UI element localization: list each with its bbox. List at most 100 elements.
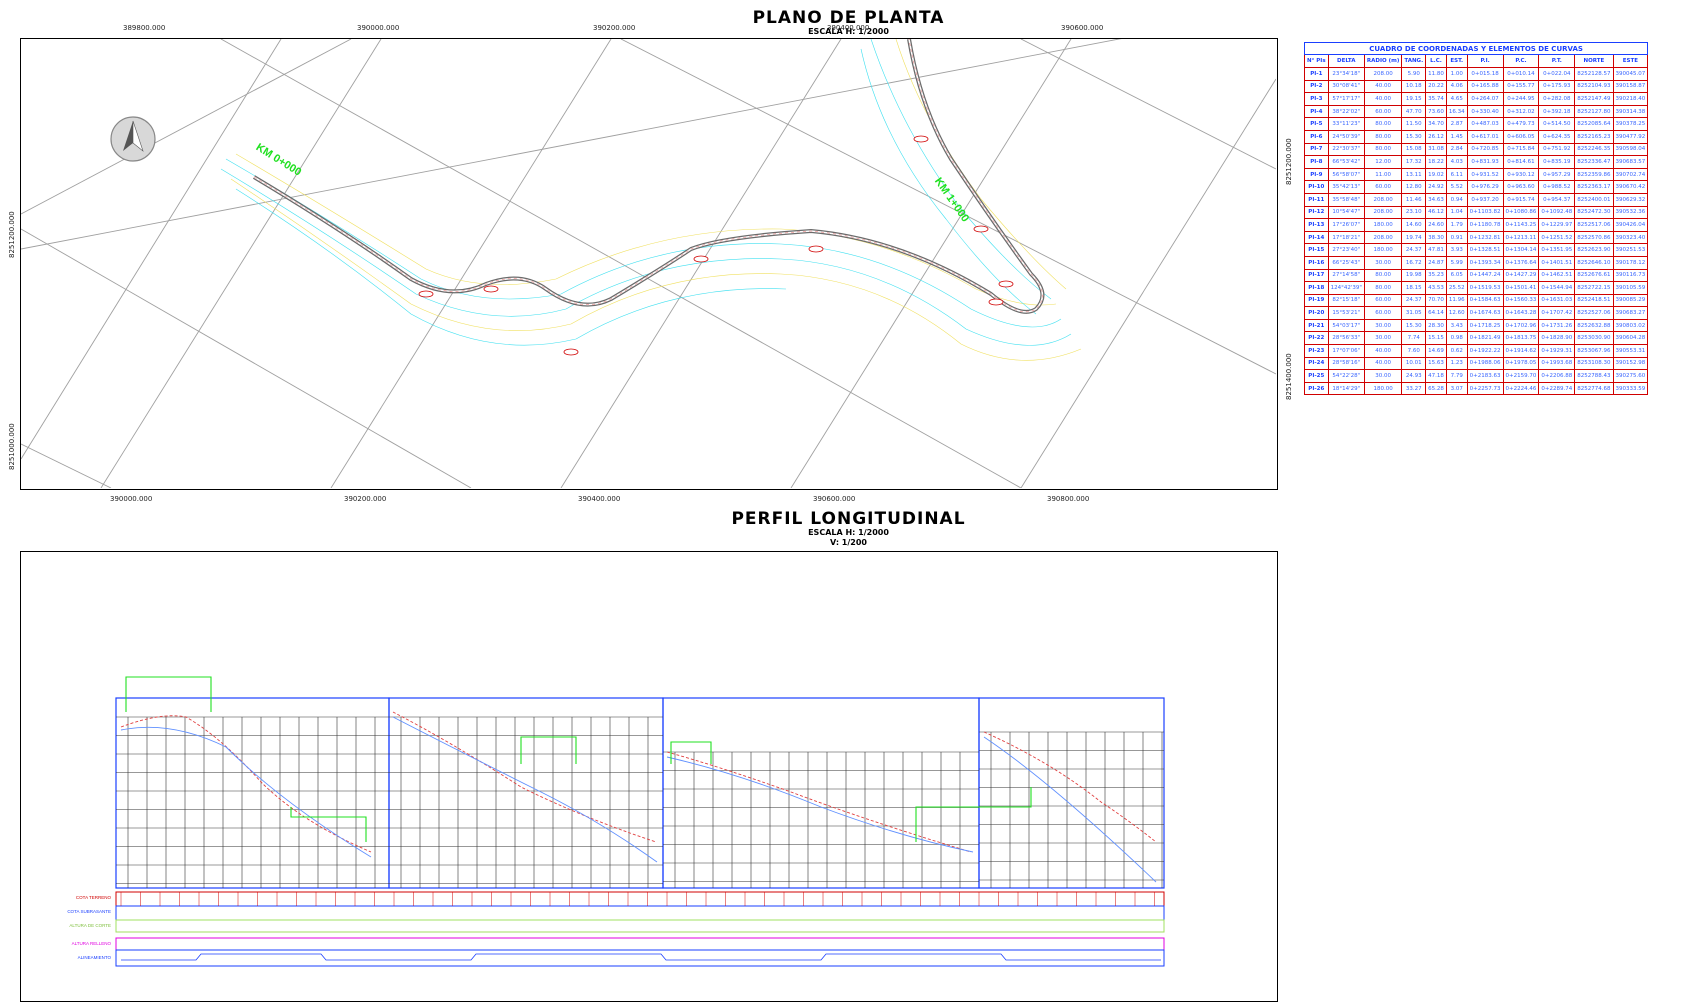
curve-value-cell: 208.00 xyxy=(1363,192,1403,207)
curve-value-cell: 0+930.12 xyxy=(1502,167,1540,182)
curve-value-cell: 27°14'58" xyxy=(1327,268,1365,283)
curve-value-cell: 15.30 xyxy=(1401,129,1427,144)
curve-value-cell: 0+976.29 xyxy=(1466,180,1504,194)
curve-value-cell: 0+915.74 xyxy=(1502,192,1540,207)
curve-value-cell: 40.00 xyxy=(1363,79,1403,94)
curve-value-cell: 0+720.85 xyxy=(1466,142,1504,157)
pi-id-cell: PI-8 xyxy=(1304,155,1329,169)
plan-bottom-coord: 390000.000 xyxy=(110,495,153,503)
curve-value-cell: 54°03'17" xyxy=(1327,318,1365,333)
curve-value-cell: 0+514.50 xyxy=(1538,117,1576,131)
curve-value-cell: 0+1631.03 xyxy=(1538,293,1576,308)
curve-value-cell: 390378.25 xyxy=(1612,117,1649,131)
curve-value-cell: 8252336.47 xyxy=(1574,155,1614,169)
curve-value-cell: 390323.40 xyxy=(1612,230,1649,245)
curve-value-cell: 8252632.88 xyxy=(1574,318,1614,333)
curve-value-cell: 27°23'40" xyxy=(1327,243,1365,257)
profile-lines xyxy=(120,711,1157,883)
curve-value-cell: 24.92 xyxy=(1425,180,1447,194)
curve-value-cell: 0+624.35 xyxy=(1538,129,1576,144)
curve-value-cell: 0+715.84 xyxy=(1502,142,1540,157)
curve-value-cell: 0+010.14 xyxy=(1502,67,1540,81)
curve-value-cell: 0+1351.95 xyxy=(1538,243,1576,257)
pi-id-cell: PI-11 xyxy=(1304,192,1329,207)
pi-id-cell: PI-3 xyxy=(1304,92,1329,106)
curve-value-cell: 12.80 xyxy=(1401,180,1427,194)
curve-value-cell: 20.22 xyxy=(1425,79,1447,94)
pi-id-cell: PI-7 xyxy=(1304,142,1329,157)
curves-table: CUADRO DE COORDENADAS Y ELEMENTOS DE CUR… xyxy=(1303,42,1649,396)
pi-id-cell: PI-1 xyxy=(1304,67,1329,81)
curve-value-cell: 8253030.90 xyxy=(1574,331,1614,346)
curve-value-cell: 19.15 xyxy=(1401,92,1427,106)
curve-value-cell: 60.00 xyxy=(1363,293,1403,308)
pi-id-cell: PI-18 xyxy=(1304,281,1329,295)
curve-value-cell: 0+1544.94 xyxy=(1538,281,1576,295)
curve-value-cell: 0.62 xyxy=(1445,344,1468,358)
curve-value-cell: 60.00 xyxy=(1363,180,1403,194)
curve-value-cell: 34.63 xyxy=(1425,192,1447,207)
curve-value-cell: 390218.40 xyxy=(1612,92,1649,106)
curve-value-cell: 0+1427.29 xyxy=(1502,268,1540,283)
curve-value-cell: 8252788.43 xyxy=(1574,369,1614,383)
road-alignment xyxy=(252,39,1045,314)
curve-value-cell: 31.05 xyxy=(1401,306,1427,320)
curve-value-cell: 0+937.20 xyxy=(1466,192,1504,207)
curve-value-cell: 30.00 xyxy=(1363,331,1403,346)
curve-value-cell: 28°56'33" xyxy=(1327,331,1365,346)
col-header: P.I. xyxy=(1466,54,1504,68)
curve-value-cell: 1.45 xyxy=(1445,129,1468,144)
row-label-cota-terreno: COTA TERRENO xyxy=(75,895,111,900)
curve-value-cell: 8252418.51 xyxy=(1574,293,1614,308)
curve-value-cell: 180.00 xyxy=(1363,218,1403,232)
curve-value-cell: 0+155.77 xyxy=(1502,79,1540,94)
curve-value-cell: 31.08 xyxy=(1425,142,1447,157)
curve-value-cell: 16.34 xyxy=(1445,104,1468,119)
curve-value-cell: 7.60 xyxy=(1401,344,1427,358)
curve-value-cell: 0+1232.81 xyxy=(1466,230,1504,245)
curve-value-cell: 24.37 xyxy=(1401,293,1427,308)
curve-value-cell: 0+814.61 xyxy=(1502,155,1540,169)
plan-right-coord: 8251200.000 xyxy=(1285,138,1293,185)
curve-value-cell: 30.00 xyxy=(1363,369,1403,383)
curve-value-cell: 11.50 xyxy=(1401,117,1427,131)
curve-value-cell: 35°42'13" xyxy=(1327,180,1365,194)
curve-value-cell: 4.65 xyxy=(1445,92,1468,106)
curve-value-cell: 0+1560.33 xyxy=(1502,293,1540,308)
curve-value-cell: 8253067.96 xyxy=(1574,344,1614,358)
curve-value-cell: 23.10 xyxy=(1401,205,1427,220)
curve-value-cell: 66°25'43" xyxy=(1327,255,1365,270)
curve-value-cell: 0+1143.25 xyxy=(1502,218,1540,232)
pi-id-cell: PI-26 xyxy=(1304,381,1329,396)
curve-value-cell: 24°50'39" xyxy=(1327,129,1365,144)
curve-value-cell: 18°14'29" xyxy=(1327,381,1365,396)
curve-value-cell: 0+1401.51 xyxy=(1538,255,1576,270)
curve-value-cell: 15°53'21" xyxy=(1327,306,1365,320)
curve-value-cell: 0+954.37 xyxy=(1538,192,1576,207)
curves-table-body: CUADRO DE COORDENADAS Y ELEMENTOS DE CUR… xyxy=(1303,42,1649,396)
curve-value-cell: 0+175.93 xyxy=(1538,79,1576,94)
curve-value-cell: 7.79 xyxy=(1445,369,1468,383)
plan-scale: ESCALA H: 1/2000 xyxy=(808,27,889,36)
curve-value-cell: 8252104.93 xyxy=(1574,79,1614,94)
curve-value-cell: 208.00 xyxy=(1363,230,1403,245)
pi-id-cell: PI-10 xyxy=(1304,180,1329,194)
curve-value-cell: 47.81 xyxy=(1425,243,1447,257)
curve-value-cell: 73.60 xyxy=(1425,104,1447,119)
pi-id-cell: PI-16 xyxy=(1304,255,1329,270)
pi-id-cell: PI-4 xyxy=(1304,104,1329,119)
col-header: NORTE xyxy=(1574,54,1614,68)
col-header: ESTE xyxy=(1612,54,1649,68)
curve-value-cell: 208.00 xyxy=(1363,205,1403,220)
curve-value-cell: 8252085.64 xyxy=(1574,117,1614,131)
pi-id-cell: PI-17 xyxy=(1304,268,1329,283)
curve-value-cell: 1.00 xyxy=(1445,67,1468,81)
curve-value-cell: 80.00 xyxy=(1363,117,1403,131)
curve-value-cell: 390702.74 xyxy=(1612,167,1649,182)
curve-value-cell: 0+1180.78 xyxy=(1466,218,1504,232)
